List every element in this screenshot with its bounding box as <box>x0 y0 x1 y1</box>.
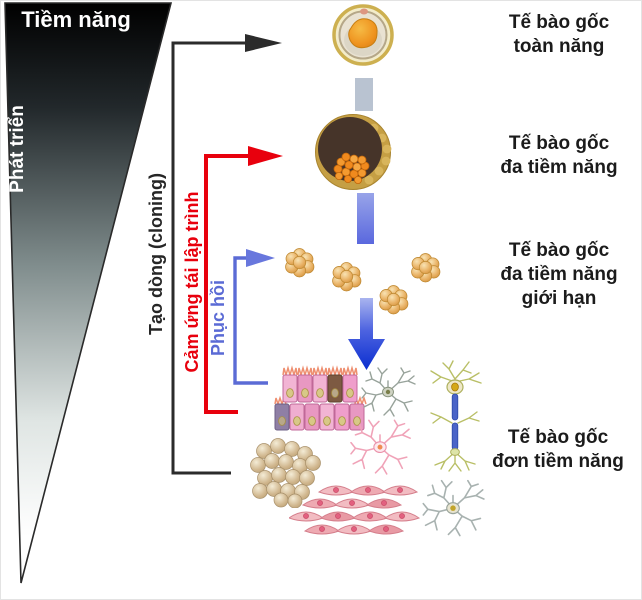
stage-connector-bar-1 <box>355 78 373 111</box>
recovery-bracket-arrow <box>233 249 275 385</box>
bipolar-neuron-illustration <box>430 360 482 472</box>
stage-label-restricted-multipotent: Tế bào gốc đa tiềm năng giới hạn <box>500 240 618 309</box>
stage-connector-bar-2 <box>357 193 374 244</box>
morula-cluster-illustration <box>411 253 441 283</box>
stage-label-pluripotent: Tế bào gốc đa tiềm năng <box>500 133 618 178</box>
morula-cluster-illustration <box>332 262 362 292</box>
stage-label-totipotent: Tế bào gốc toàn năng <box>508 12 610 57</box>
reprogramming-bracket-arrow <box>204 146 283 414</box>
differentiation-flow-arrow <box>348 298 385 370</box>
morula-cluster-illustration <box>285 248 315 278</box>
cloning-process-label: Tạo dòng (cloning) <box>146 173 166 335</box>
neuron-cell-illustration <box>422 479 485 537</box>
neuron-cell-illustration <box>350 419 411 475</box>
adipose-cells-illustration <box>250 438 321 508</box>
blastocyst-cell-illustration <box>315 114 392 190</box>
stage-label-unipotent: Tế bào gốc đơn tiềm năng <box>492 427 624 472</box>
muscle-cells-illustration <box>289 485 421 535</box>
zygote-cell-illustration <box>332 4 394 66</box>
reprogramming-process-label: Cảm ứng tái lập trình <box>182 191 202 373</box>
potential-axis-label: Tiềm năng <box>21 7 131 32</box>
potency-gradient-triangle <box>4 2 173 584</box>
recovery-process-label: Phục hồi <box>208 280 228 356</box>
neuron-cell-illustration <box>361 367 416 417</box>
epithelium-cells-illustration <box>274 365 367 431</box>
cloning-bracket-arrow <box>171 34 282 475</box>
